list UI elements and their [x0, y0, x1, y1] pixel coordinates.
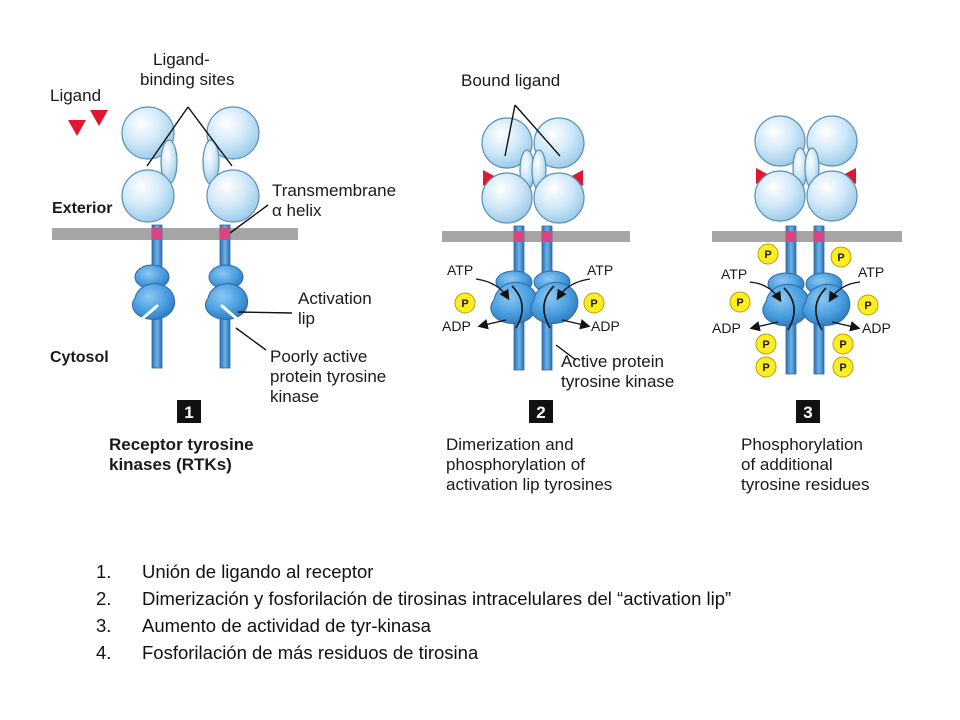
bound-ligand-label: Bound ligand	[461, 71, 560, 90]
adp-label: ADP	[862, 320, 891, 336]
step-text: Unión de ligando al receptor	[142, 561, 374, 582]
step-number: 2.	[96, 588, 112, 609]
panel-badge	[177, 400, 201, 423]
svg-text:P: P	[461, 298, 468, 310]
list-item: 1. Unión de ligando al receptor	[96, 558, 731, 585]
membrane	[712, 231, 902, 242]
step-text: Aumento de actividad de tyr-kinasa	[142, 615, 431, 636]
svg-text:P: P	[762, 339, 769, 351]
step-text: Dimerización y fosforilación de tirosina…	[142, 588, 732, 609]
svg-text:P: P	[762, 362, 769, 374]
list-item: 2. Dimerización y fosforilación de tirosi…	[96, 585, 731, 612]
list-item: 4. Fosforilación de más residuos de tiros…	[96, 639, 731, 666]
receptor-dimer	[481, 117, 585, 371]
bound-ligand	[841, 168, 856, 184]
svg-text:P: P	[764, 249, 771, 261]
step-number: 3.	[96, 615, 112, 636]
transmembrane-pointer	[229, 204, 269, 234]
ligand-label: Ligand	[50, 86, 101, 105]
svg-text:P: P	[590, 298, 597, 310]
panel-caption: Phosphorylation of additional tyrosine r…	[741, 435, 870, 494]
bound-ligand	[568, 170, 583, 186]
panel-badge	[796, 400, 820, 423]
phosphate	[583, 292, 605, 314]
transmembrane-helix	[220, 228, 230, 240]
adp-label: ADP	[712, 320, 741, 336]
list-item: 3. Aumento de actividad de tyr-kinasa	[96, 612, 731, 639]
transmembrane-label: Transmembrane α helix	[272, 181, 401, 220]
bound-ligand	[483, 170, 498, 186]
panel-number: 1	[184, 403, 193, 422]
atp-label: ATP	[447, 262, 473, 278]
adp-label: ADP	[442, 318, 471, 334]
atp-label: ATP	[721, 266, 747, 282]
atp-label: ATP	[858, 264, 884, 280]
bound-ligand-pointer	[504, 104, 561, 157]
step-number: 4.	[96, 642, 112, 663]
receptor-right	[202, 106, 260, 369]
svg-text:P: P	[736, 297, 743, 309]
ligand-binding-sites-label: Ligand- binding sites	[140, 50, 235, 89]
ligand-triangle	[68, 120, 86, 136]
ligand-binding-pointer	[146, 106, 233, 167]
poorly-active-label: Poorly active protein tyrosine kinase	[270, 347, 391, 406]
panel-caption: Receptor tyrosine kinases (RTKs)	[109, 435, 258, 474]
panel-1: Ligand- binding sites Ligand Exterior Cy…	[50, 50, 401, 474]
poorly-active-pointer	[235, 327, 267, 351]
panel-badge	[529, 400, 553, 423]
activation-lip-label: Activation lip	[298, 289, 376, 328]
phosphate-group: P P P P P P P P	[729, 243, 879, 378]
adp-label: ADP	[591, 318, 620, 334]
panel-caption: Dimerization and phosphorylation of acti…	[446, 435, 612, 494]
panel-3: P P P P P P P P ATP ATP ADP ADP 3 Phosph…	[712, 115, 902, 494]
exterior-label: Exterior	[52, 200, 112, 217]
transmembrane-helix	[152, 228, 162, 240]
membrane	[52, 228, 298, 240]
activation-lip-pointer	[237, 311, 293, 314]
svg-text:P: P	[864, 300, 871, 312]
svg-text:P: P	[839, 362, 846, 374]
bound-ligand	[756, 168, 771, 184]
ligand-triangle	[90, 110, 108, 126]
membrane	[442, 231, 630, 242]
panel-number: 3	[803, 403, 812, 422]
svg-text:P: P	[837, 252, 844, 264]
step-number: 1.	[96, 561, 112, 582]
panel-2: P P Bound ligand ATP ATP ADP ADP Active …	[442, 71, 674, 494]
atp-label: ATP	[587, 262, 613, 278]
steps-list: 1. Unión de ligando al receptor 2. Dimeriz…	[96, 558, 731, 666]
active-kinase-label: Active protein tyrosine kinase	[561, 352, 674, 391]
svg-text:P: P	[839, 339, 846, 351]
cytosol-label: Cytosol	[50, 349, 109, 366]
phosphate	[454, 292, 476, 314]
receptor-dimer	[754, 115, 858, 375]
panel-number: 2	[536, 403, 545, 422]
step-text: Fosforilación de más residuos de tirosin…	[142, 642, 479, 663]
active-kinase-pointer	[555, 344, 577, 361]
